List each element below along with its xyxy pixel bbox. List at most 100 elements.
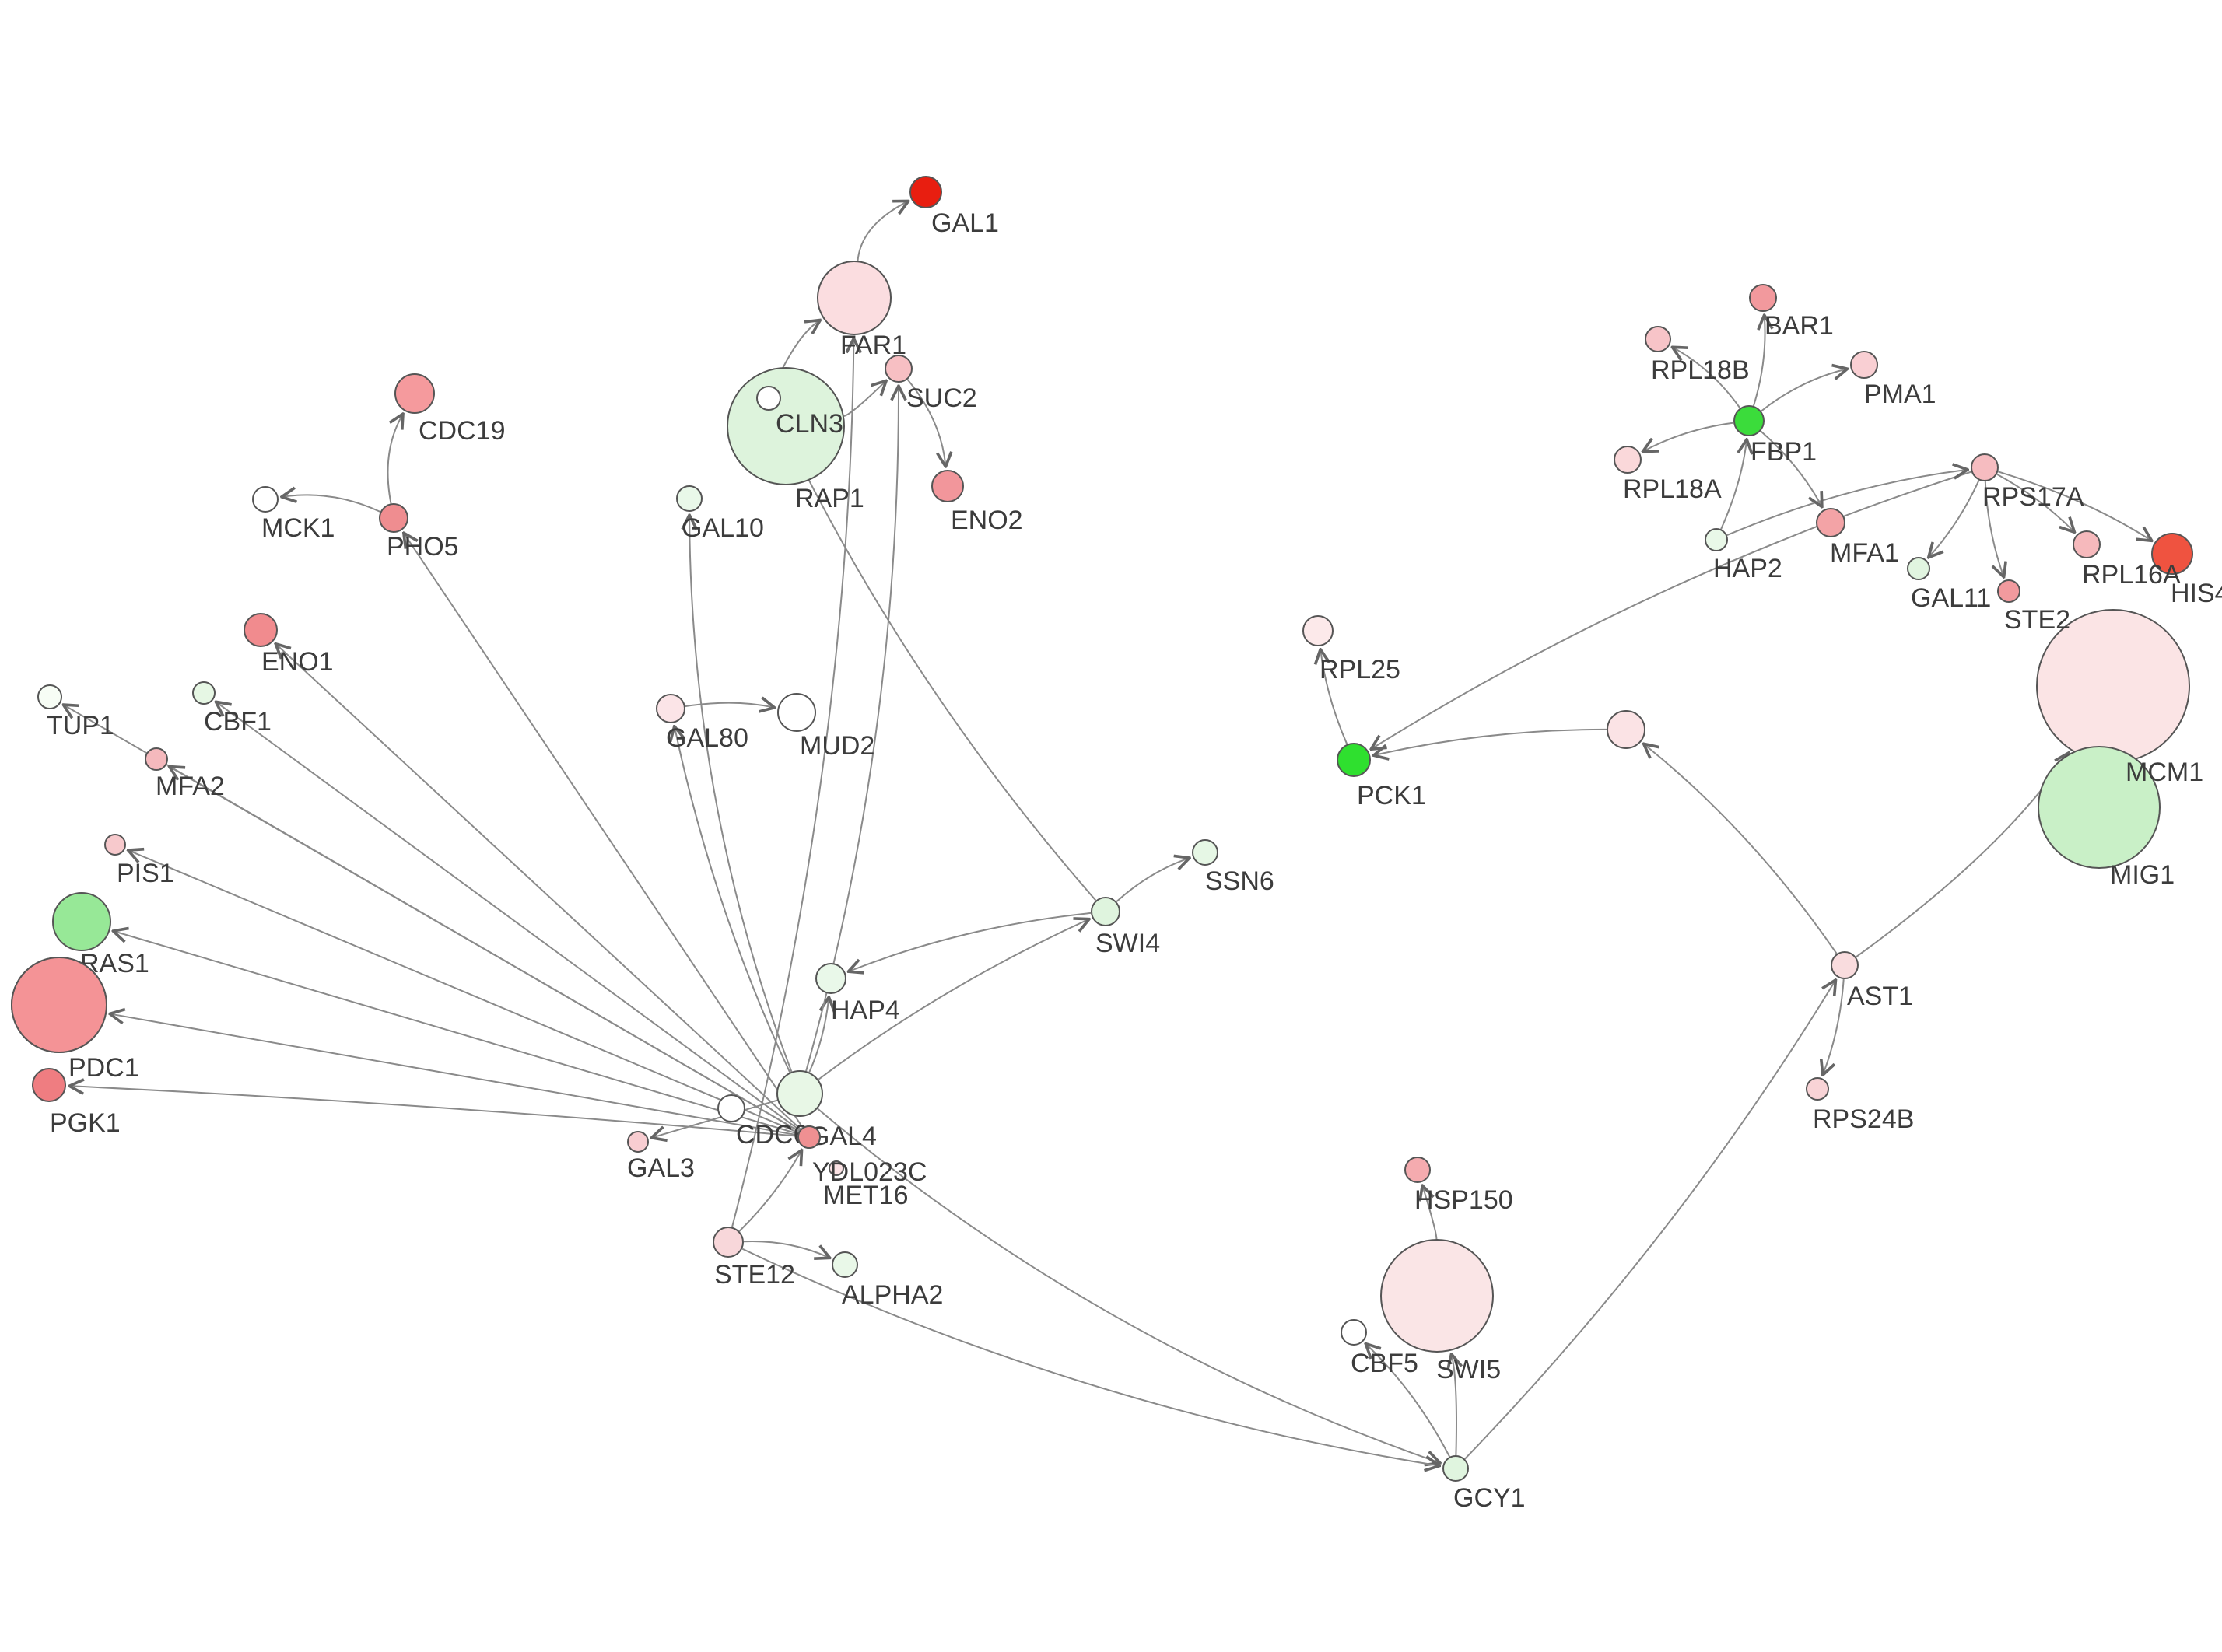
node-MFA2[interactable]: [145, 747, 168, 771]
edge-YDL023C-PHO5[interactable]: [405, 534, 804, 1129]
edge-FBP1-BAR1[interactable]: [1752, 317, 1765, 407]
edge-STE12-ALPHA2[interactable]: [743, 1240, 829, 1258]
node-MIG1[interactable]: [2038, 746, 2161, 869]
edge-AST1-RPS24B[interactable]: [1824, 978, 1845, 1073]
edge-YDL023C-PDC1[interactable]: [111, 1014, 798, 1136]
edge-GAL4-GCY1[interactable]: [817, 1108, 1439, 1462]
edge-unnamed1-PCK1[interactable]: [1375, 728, 1607, 755]
node-PIS1[interactable]: [104, 834, 126, 856]
node-PCK1[interactable]: [1337, 743, 1371, 777]
node-GAL11[interactable]: [1907, 557, 1930, 580]
node-RPL16A[interactable]: [2073, 530, 2101, 558]
edge-YDL023C-PIS1[interactable]: [129, 851, 799, 1134]
node-PHO5[interactable]: [379, 503, 408, 533]
node-PDC1-overlay[interactable]: [11, 957, 107, 1053]
node-MCK1[interactable]: [252, 486, 279, 513]
edge-GAL4-GAL10[interactable]: [689, 516, 793, 1073]
edge-PHO5-CDC19[interactable]: [387, 415, 403, 504]
node-HSP150[interactable]: [1404, 1157, 1431, 1183]
edge-FBP1-MFA1[interactable]: [1760, 430, 1821, 506]
node-GAL4[interactable]: [776, 1070, 823, 1117]
node-ALPHA2[interactable]: [832, 1251, 858, 1278]
node-SUC2[interactable]: [885, 355, 913, 383]
edge-RPS17A-RPL16A[interactable]: [1996, 473, 2073, 531]
edge-SUC2-ENO2[interactable]: [906, 379, 946, 465]
node-unnamed1[interactable]: [1607, 710, 1645, 749]
node-CBF1[interactable]: [192, 681, 216, 705]
node-GAL1[interactable]: [909, 176, 942, 208]
node-RPL25[interactable]: [1302, 615, 1334, 646]
edge-SWI4-HAP4[interactable]: [850, 912, 1092, 971]
edge-STE12-FAR1[interactable]: [731, 340, 853, 1227]
node-AST1[interactable]: [1831, 951, 1859, 979]
edge-GCY1-CBF5[interactable]: [1367, 1345, 1451, 1458]
edge-FBP1-RPL18B[interactable]: [1674, 348, 1741, 409]
node-GCY1[interactable]: [1442, 1455, 1469, 1482]
node-HIS4[interactable]: [2151, 533, 2193, 575]
edge-AST1-unnamed1[interactable]: [1645, 745, 1838, 954]
node-FAR1[interactable]: [817, 261, 892, 335]
node-CLN3[interactable]: [756, 386, 781, 411]
edge-FBP1-RPL18A[interactable]: [1644, 422, 1734, 451]
node-MFA1[interactable]: [1816, 508, 1845, 537]
edge-RPS17A-PCK1[interactable]: [1372, 471, 1972, 749]
edge-RPS17A-STE2[interactable]: [1984, 481, 2003, 576]
edge-GCY1-AST1[interactable]: [1464, 982, 1835, 1460]
edge-YDL023C-CBF1[interactable]: [217, 702, 801, 1131]
node-CDC6[interactable]: [717, 1094, 745, 1122]
edge-YDL023C-MFA2[interactable]: [170, 768, 800, 1132]
edge-AST1-MCM1[interactable]: [1856, 754, 2068, 958]
edge-RPS17A-HIS4[interactable]: [1997, 471, 2150, 540]
node-ENO2[interactable]: [931, 470, 964, 502]
node-HAP2[interactable]: [1705, 528, 1728, 551]
edge-GAL4-GAL3[interactable]: [653, 1099, 778, 1138]
edge-FAR1-GAL1[interactable]: [857, 201, 908, 261]
node-RPL18B[interactable]: [1645, 326, 1671, 352]
node-STE12[interactable]: [713, 1227, 744, 1258]
node-RPS17A[interactable]: [1971, 453, 1999, 481]
node-RAS1[interactable]: [52, 892, 111, 951]
edge-GAL4-GAL80[interactable]: [675, 728, 791, 1073]
node-STE2[interactable]: [1997, 579, 2020, 603]
node-RPS24B[interactable]: [1806, 1077, 1829, 1101]
node-PGK1[interactable]: [32, 1068, 66, 1102]
node-MUD2[interactable]: [777, 693, 816, 732]
edge-PCK1-RPL25[interactable]: [1320, 651, 1348, 745]
node-CBF5[interactable]: [1341, 1319, 1367, 1346]
edge-SWI4-SSN6[interactable]: [1116, 859, 1188, 903]
node-TUP1[interactable]: [37, 684, 62, 709]
node-SWI5[interactable]: [1380, 1239, 1494, 1353]
node-GAL80[interactable]: [656, 694, 685, 723]
node-MET16[interactable]: [829, 1160, 844, 1176]
node-BAR1[interactable]: [1749, 284, 1777, 312]
node-YDL023C-overlay[interactable]: [797, 1125, 821, 1149]
node-FBP1[interactable]: [1733, 405, 1765, 436]
node-HAP4[interactable]: [815, 963, 846, 994]
node-PMA1[interactable]: [1850, 351, 1878, 379]
node-GAL10[interactable]: [676, 485, 703, 512]
edge-SWI5-HSP150[interactable]: [1423, 1187, 1438, 1240]
edge-GAL4-HAP4[interactable]: [808, 999, 829, 1073]
edge-STE12-GCY1[interactable]: [741, 1248, 1438, 1466]
node-SWI4[interactable]: [1091, 897, 1120, 926]
node-RPL18A[interactable]: [1614, 446, 1642, 474]
edge-YDL023C-PGK1[interactable]: [71, 1086, 798, 1137]
edge-HAP2-RPS17A[interactable]: [1726, 470, 1966, 537]
edge-FBP1-PMA1[interactable]: [1761, 369, 1846, 412]
edge-GAL80-MUD2[interactable]: [685, 703, 773, 708]
edge-YDL023C-RAS1[interactable]: [114, 932, 798, 1135]
edge-STE12-YDL023C[interactable]: [738, 1151, 801, 1232]
node-SSN6[interactable]: [1192, 839, 1218, 866]
edge-RAP1-SUC2[interactable]: [843, 382, 885, 417]
edge-GCY1-SWI5[interactable]: [1452, 1356, 1456, 1456]
edge-YDL023C-ENO1[interactable]: [277, 645, 801, 1130]
edge-HAP2-FBP1[interactable]: [1720, 441, 1747, 530]
node-CDC19[interactable]: [394, 373, 435, 414]
edge-PHO5-MCK1[interactable]: [283, 495, 381, 513]
edge-RPS17A-GAL11[interactable]: [1929, 479, 1980, 556]
node-GAL3[interactable]: [627, 1131, 649, 1153]
edge-SWI4-CLN3[interactable]: [776, 414, 1097, 901]
edge-GAL4-SWI4[interactable]: [818, 919, 1088, 1080]
node-ENO1[interactable]: [244, 613, 278, 647]
